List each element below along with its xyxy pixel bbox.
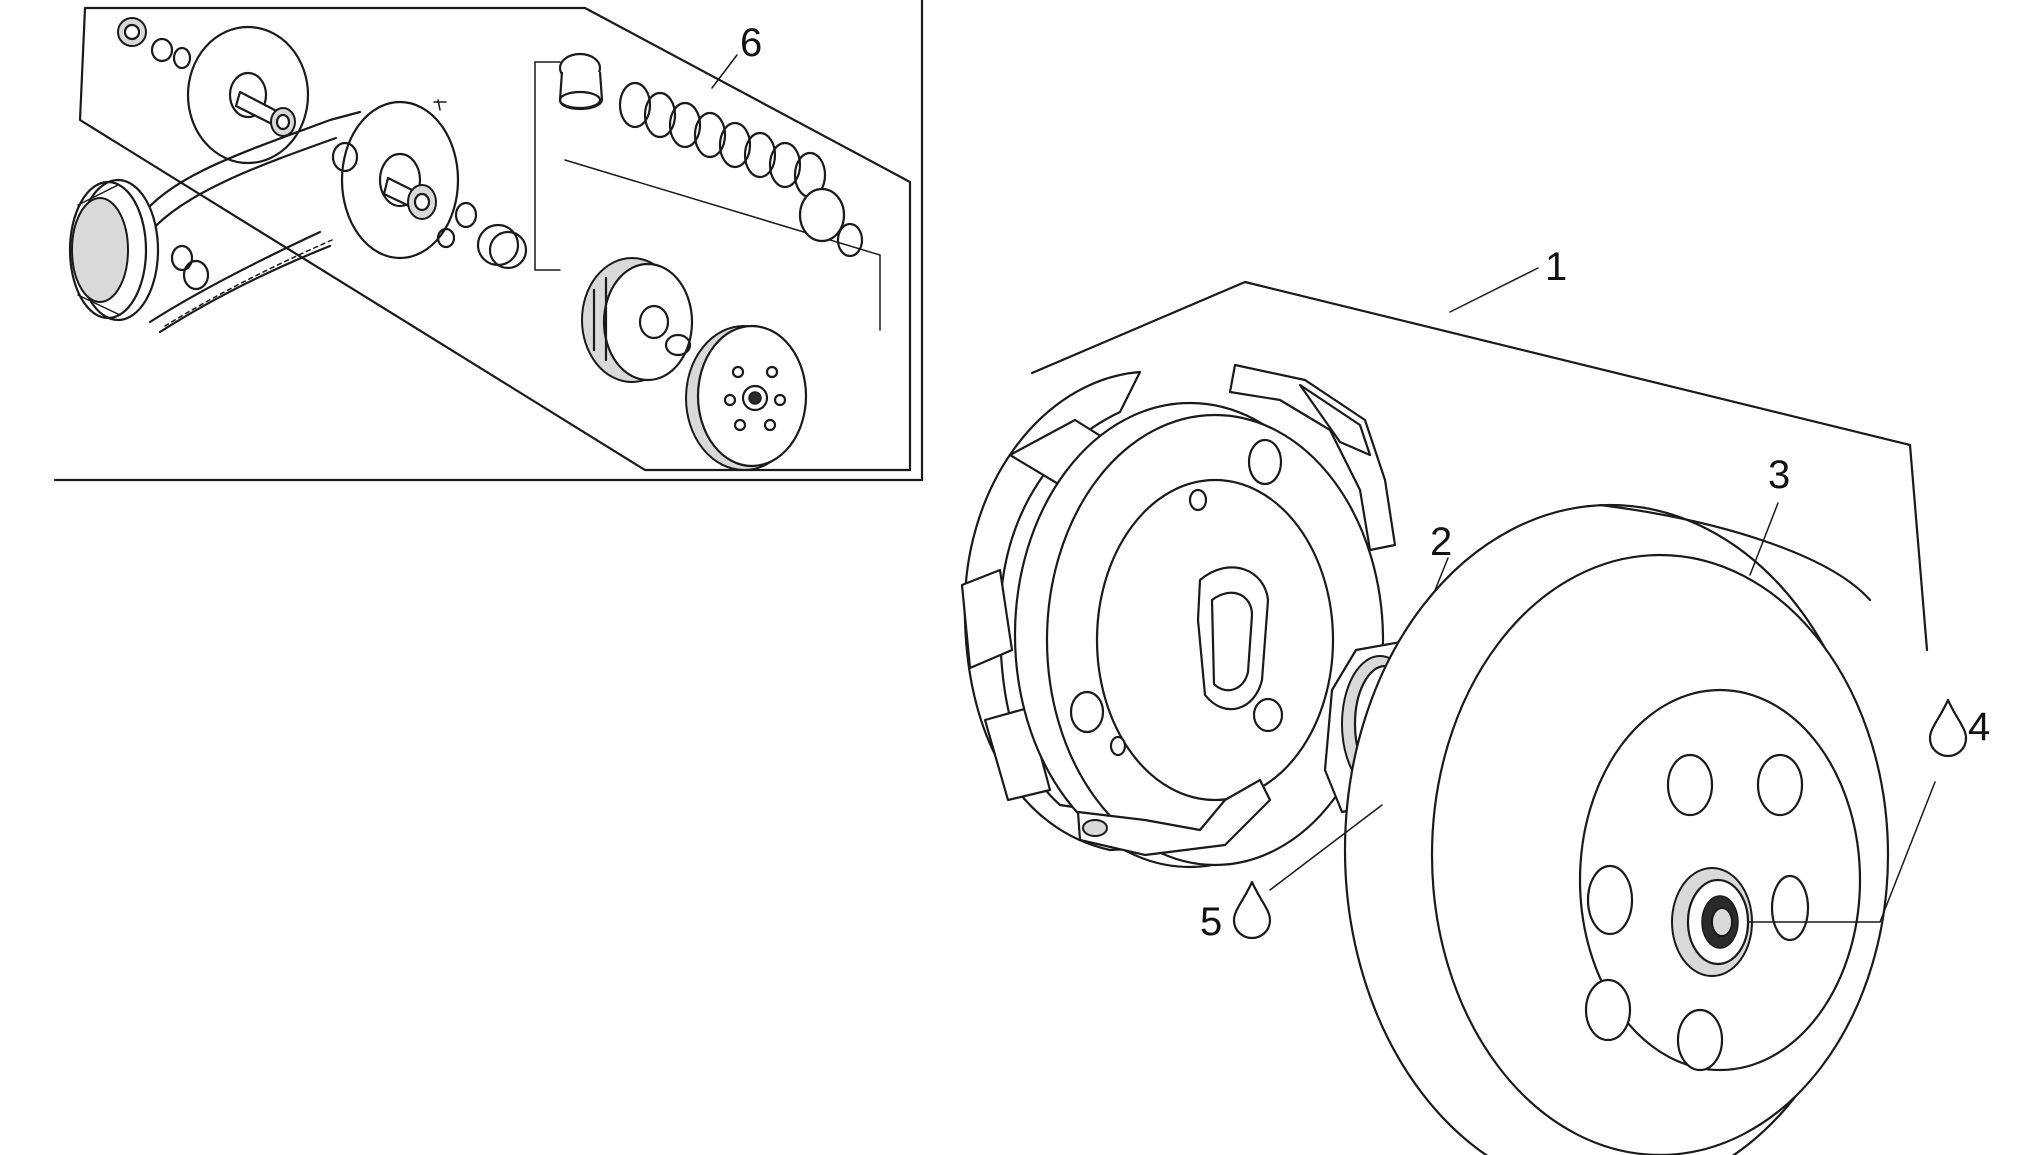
inset-guide-sleeve — [558, 52, 604, 110]
callout-2: 2 — [1430, 520, 1452, 564]
callout-3-leader — [1749, 502, 1779, 576]
callout-4: 4 — [1968, 705, 1990, 749]
inset-clutch-shoes — [581, 257, 694, 383]
callout-5: 5 — [1200, 900, 1222, 944]
inset-frame — [78, 6, 912, 472]
inset-rear-pulley — [331, 99, 528, 270]
callout-6: 6 — [740, 21, 762, 65]
callout-6-leader — [711, 54, 738, 89]
inset-drive-belt — [138, 110, 362, 334]
inset-transmission-overview: 6 — [53, 0, 924, 482]
callout-1-leader — [1449, 267, 1539, 313]
callout-4-leader — [1747, 781, 1936, 923]
callout-1-bracket — [1030, 280, 1929, 652]
bell-vent-hole — [1666, 753, 1714, 817]
inset-torque-spring — [618, 81, 827, 199]
bell-vent-hole — [1584, 978, 1632, 1042]
clutch-shoe-carrier — [960, 363, 1397, 869]
callout-1: 1 — [1545, 245, 1567, 289]
bell-vent-hole — [1770, 874, 1810, 942]
callout-3: 3 — [1768, 453, 1790, 497]
inset-clutch-bell — [685, 324, 808, 471]
inset-clutch-bracket — [564, 159, 881, 331]
inset-front-pulley — [186, 25, 310, 165]
clutch-bell — [1343, 503, 1890, 1155]
callout-5-leader — [1269, 804, 1383, 891]
inset-front-bearing — [117, 17, 192, 70]
bell-vent-hole — [1756, 753, 1804, 817]
grease-drop-icon — [1232, 880, 1272, 940]
bell-vent-hole — [1676, 1008, 1724, 1072]
inset-variator-drum — [68, 178, 210, 322]
grease-drop-icon — [1928, 698, 1968, 758]
inset-collar — [798, 187, 846, 243]
bell-vent-hole — [1586, 864, 1634, 936]
